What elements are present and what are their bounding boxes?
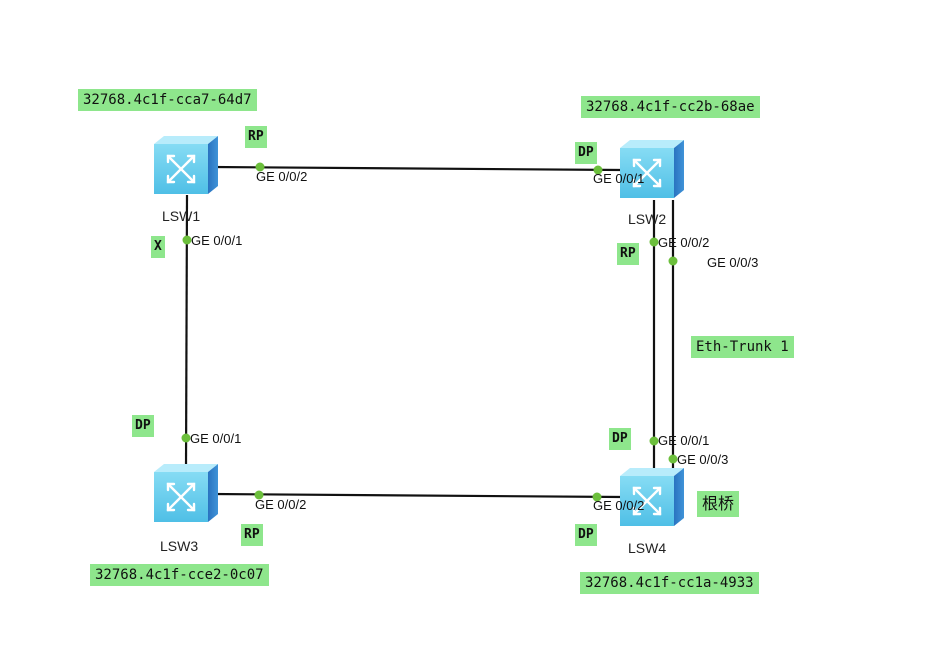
port-role-lsw1-g1: X [151, 236, 165, 258]
port-role-lsw2-g2: RP [617, 243, 639, 265]
port-label-lsw4-g1: GE 0/0/1 [658, 433, 710, 448]
port-label-lsw2-g1: GE 0/0/1 [593, 171, 645, 186]
eth-trunk-label: Eth-Trunk 1 [691, 336, 794, 358]
bridge-id-lsw1: 32768.4c1f-cca7-64d7 [78, 89, 257, 111]
port-label-lsw3-g1: GE 0/0/1 [190, 431, 242, 446]
hostname-lsw2: LSW2 [628, 211, 667, 227]
port-label-lsw4-g2: GE 0/0/2 [593, 498, 645, 513]
port-label-lsw2-g2: GE 0/0/2 [658, 235, 710, 250]
port-dot [649, 436, 659, 446]
port-role-lsw3-g1: DP [132, 415, 154, 437]
port-label-lsw3-g2: GE 0/0/2 [255, 497, 307, 512]
switch-icon[interactable] [152, 462, 218, 522]
port-dot [181, 433, 191, 443]
port-dot [668, 454, 678, 464]
link-lsw1-lsw2[interactable] [211, 165, 623, 172]
switch-icon[interactable] [618, 466, 684, 526]
port-role-lsw4-g1: DP [609, 428, 631, 450]
port-dot [593, 165, 603, 175]
port-dot [649, 237, 659, 247]
port-dot [668, 256, 678, 266]
port-role-lsw3-g2: RP [241, 524, 263, 546]
port-label-lsw1-g1: GE 0/0/1 [191, 233, 243, 248]
hostname-lsw1: LSW1 [162, 208, 201, 224]
port-dot [255, 162, 265, 172]
port-role-lsw1-g2: RP [245, 126, 267, 148]
bridge-id-lsw2: 32768.4c1f-cc2b-68ae [581, 96, 760, 118]
port-label-lsw4-g3: GE 0/0/3 [677, 452, 729, 467]
port-label-lsw1-g2: GE 0/0/2 [256, 169, 308, 184]
switch-icon[interactable] [152, 134, 218, 194]
bridge-id-lsw4: 32768.4c1f-cc1a-4933 [580, 572, 759, 594]
bridge-id-lsw3: 32768.4c1f-cce2-0c07 [90, 564, 269, 586]
port-dot [182, 235, 192, 245]
hostname-lsw4: LSW4 [628, 540, 667, 556]
hostname-lsw3: LSW3 [160, 538, 199, 554]
link-lsw3-lsw4[interactable] [211, 492, 623, 499]
port-role-lsw4-g2: DP [575, 524, 597, 546]
port-dot [592, 492, 602, 502]
switch-icon[interactable] [618, 138, 684, 198]
port-dot [254, 490, 264, 500]
root-bridge-label: 根桥 [697, 491, 740, 517]
port-label-lsw2-g3: GE 0/0/3 [707, 255, 759, 270]
port-role-lsw2-g1: DP [575, 142, 597, 164]
